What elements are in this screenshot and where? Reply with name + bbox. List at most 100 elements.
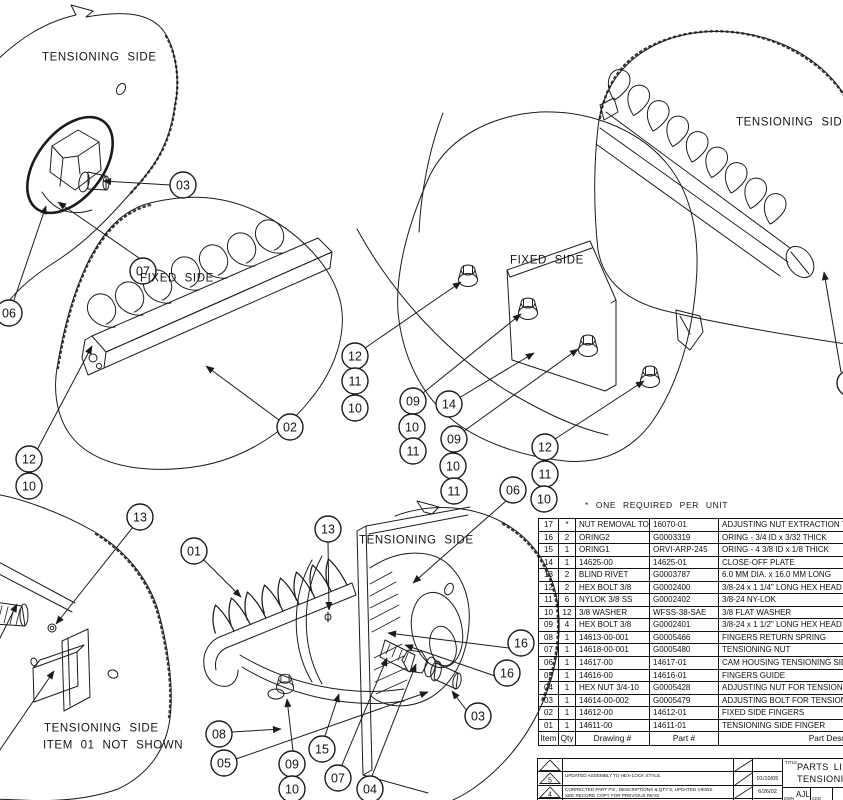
- parts-cell: 14611-00: [576, 719, 650, 732]
- dwn-value: AJL: [796, 790, 810, 799]
- balloon-number: 13: [321, 522, 335, 536]
- svg-text:5: 5: [548, 778, 552, 785]
- balloon-14: [435, 390, 463, 418]
- revision-initials-cell: [734, 772, 753, 785]
- balloon-number: 12: [538, 440, 552, 454]
- parts-cell: 10: [539, 606, 559, 619]
- parts-cell: NUT REMOVAL TOOL: [576, 519, 650, 531]
- view-close-off-plate: [356, 111, 704, 462]
- parts-cell: 2: [559, 569, 576, 581]
- view-label: ITEM 01 NOT SHOWN: [43, 739, 183, 751]
- balloon-03: [464, 702, 492, 730]
- parts-cell: 1: [559, 556, 576, 569]
- parts-cell: Qty: [559, 732, 576, 745]
- balloon-number: 10: [22, 479, 36, 493]
- revision-row: [538, 759, 783, 772]
- balloon-number: 06: [506, 483, 520, 497]
- balloon-number: 09: [447, 432, 461, 446]
- parts-cell: CLOSE-OFF PLATE: [719, 557, 843, 569]
- drawing-title-line2: TENSIONING A: [797, 774, 843, 784]
- parts-cell: G0005480: [650, 644, 719, 657]
- parts-cell: ADJUSTING NUT EXTRACTION TOOL: [719, 519, 843, 531]
- view-label: * ONE REQUIRED PER UNIT: [585, 500, 728, 510]
- parts-cell: 14625-01: [650, 556, 719, 569]
- parts-cell: G0003319: [650, 531, 719, 544]
- parts-cell: WFSS-38-SAE: [650, 606, 719, 619]
- parts-cell: HEX BOLT 3/8: [576, 619, 650, 631]
- title-area: TITLE PARTS LIST F TENSIONING A: [783, 759, 843, 787]
- parts-cell: ORING1: [576, 544, 650, 556]
- balloon-number: 10: [348, 401, 362, 415]
- svg-text:4: 4: [548, 792, 552, 799]
- parts-cell: BLIND RIVET: [576, 569, 650, 581]
- parts-cell: 2: [559, 531, 576, 544]
- balloon-13: [126, 503, 154, 531]
- balloon-number: 07: [331, 771, 345, 785]
- balloon-16: [493, 659, 521, 687]
- title-label: TITLE: [785, 760, 798, 765]
- parts-cell: 01: [539, 719, 559, 732]
- revision-date: [753, 759, 783, 771]
- revision-triangle: 4: [538, 786, 563, 798]
- parts-cell: 13: [539, 569, 559, 581]
- balloon-16: [507, 629, 535, 657]
- balloon-number: 10: [405, 420, 419, 434]
- parts-cell: G0005466: [650, 631, 719, 644]
- balloon-number: 12: [348, 349, 362, 363]
- parts-cell: 12: [559, 606, 576, 619]
- balloon-number: 10: [285, 782, 299, 796]
- parts-cell: 03: [539, 694, 559, 707]
- view-label: TENSIONING SIDE: [359, 534, 474, 546]
- parts-cell: 14617-01: [650, 657, 719, 669]
- parts-cell: 16070-01: [650, 519, 719, 531]
- balloon-number: 10: [537, 492, 551, 506]
- parts-cell: 15: [539, 544, 559, 556]
- parts-cell: 14616-00: [576, 669, 650, 682]
- view-fixed-side-fingers: [55, 196, 343, 470]
- parts-cell: G0003787: [650, 569, 719, 581]
- balloon-13: [314, 515, 342, 543]
- parts-cell: 2: [559, 581, 576, 594]
- parts-cell: ORVI-ARP-245: [650, 544, 719, 556]
- balloon-number: 11: [448, 484, 461, 498]
- parts-cell: G0005479: [650, 694, 719, 707]
- balloon-11: [399, 437, 427, 465]
- parts-cell: 14614-00-002: [576, 694, 650, 707]
- balloon-number: 03: [471, 709, 485, 723]
- revision-description: [563, 759, 734, 771]
- parts-cell: NYLOK 3/8 SS: [576, 594, 650, 606]
- approval-strip: DWN AJL CKD: [783, 787, 843, 800]
- parts-cell: ORING - 3/4 ID x 3/32 THICK: [719, 532, 843, 544]
- dwn-label: DWN: [784, 796, 795, 800]
- revision-date: 01/10/05: [753, 772, 783, 785]
- parts-cell: 1: [559, 544, 576, 556]
- parts-cell: ORING - 4 3/8 ID x 1/8 THICK: [719, 544, 843, 556]
- parts-cell: HEX BOLT 3/8: [576, 581, 650, 594]
- balloon-number: 06: [2, 306, 16, 320]
- revision-description: UPDATED ASSEMBLY TO HEX-LOCK STYLE.: [563, 772, 734, 785]
- balloon-number: 02: [283, 420, 297, 434]
- balloon-04: [356, 775, 384, 800]
- balloon-08: [205, 720, 233, 748]
- parts-cell: 3/8-24 NY-LOK: [719, 594, 843, 606]
- balloon-number: 16: [514, 636, 528, 650]
- parts-cell: 1: [559, 644, 576, 657]
- revision-initials-cell: [734, 759, 753, 771]
- parts-cell: 14611-01: [650, 719, 719, 732]
- parts-cell: 16: [539, 531, 559, 544]
- balloon-number: 15: [315, 742, 329, 756]
- parts-cell: 09: [539, 619, 559, 631]
- leader-lines: [0, 177, 842, 777]
- parts-cell: 05: [539, 669, 559, 682]
- parts-cell: 14625-00: [576, 556, 650, 569]
- balloon-12: [531, 433, 559, 461]
- revision-triangle: 5: [538, 772, 563, 785]
- parts-cell: 1: [559, 669, 576, 682]
